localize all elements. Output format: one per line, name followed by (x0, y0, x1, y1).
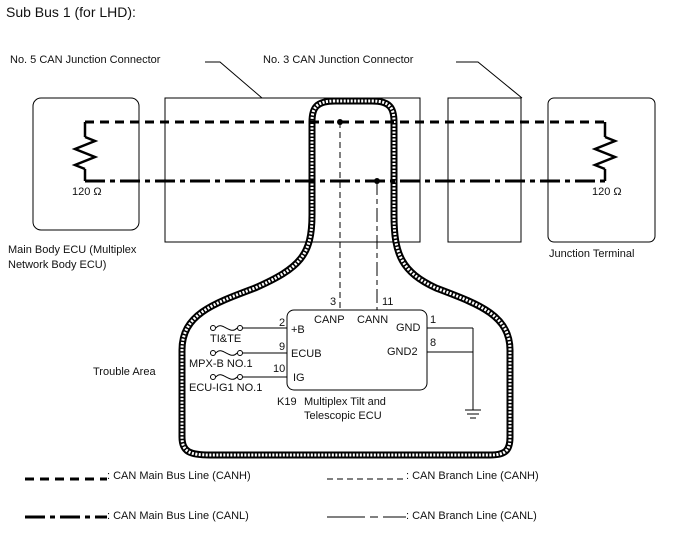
gnd2-pin-label: GND2 (387, 346, 418, 358)
ig-pin-number: 10 (273, 363, 285, 375)
b-pin-number: 2 (279, 317, 285, 329)
left-terminating-resistor (71, 122, 99, 181)
main-body-ecu-box (32, 97, 140, 231)
junction-terminal-box (547, 97, 656, 243)
no3-leader-line (456, 61, 523, 99)
mpxb-fuse-label: MPX-B NO.1 (189, 358, 253, 370)
right-terminating-resistor (591, 122, 619, 181)
ig-pin-label: IG (293, 372, 305, 384)
no5-junction-connector-box (164, 97, 421, 243)
right-resistor-value: 120 Ω (592, 186, 622, 198)
b-pin-label: +B (291, 324, 305, 336)
ecuig1-fuse-line (210, 374, 287, 380)
ecu-name-line1: Multiplex Tilt and (304, 396, 386, 408)
diagram-title: Sub Bus 1 (for LHD): (6, 4, 136, 20)
tite-fuse-line (210, 325, 287, 331)
no3-junction-connector-box (447, 97, 522, 243)
cann-pin-number: 11 (382, 296, 393, 308)
gnd-pin-label: GND (396, 322, 421, 334)
canp-pin-number: 3 (330, 296, 336, 308)
ecu-connector-code: K19 (277, 396, 297, 408)
no5-junction-connector-label: No. 5 CAN Junction Connector (10, 54, 161, 66)
legend-canl-main-label: : CAN Main Bus Line (CANL) (107, 510, 249, 522)
ground-wiring (427, 327, 474, 410)
trouble-area-outline-inner (180, 99, 512, 457)
multiplex-tilt-telescopic-ecu-box (286, 309, 428, 391)
junction-terminal-label: Junction Terminal (549, 248, 634, 260)
canp-pin-label: CANP (314, 314, 345, 326)
ecub-pin-label: ECUB (291, 348, 322, 360)
ground-symbol-icon (465, 409, 481, 419)
mpxb-fuse-line (210, 350, 287, 356)
ecuig1-fuse-label: ECU-IG1 NO.1 (189, 382, 262, 394)
legend-canl-branch-label: : CAN Branch Line (CANL) (406, 510, 537, 522)
cann-pin-label: CANN (357, 314, 388, 326)
main-body-ecu-label-line1: Main Body ECU (Multiplex (8, 244, 137, 256)
no3-junction-connector-label: No. 3 CAN Junction Connector (263, 54, 414, 66)
ecu-name-line2: Telescopic ECU (304, 410, 382, 422)
legend-canh-main-label: : CAN Main Bus Line (CANH) (107, 470, 251, 482)
no5-leader-line (205, 61, 263, 99)
left-resistor-value: 120 Ω (72, 186, 102, 198)
main-body-ecu-label-line2: Network Body ECU) (8, 259, 106, 271)
trouble-area-label: Trouble Area (93, 366, 156, 378)
gnd2-pin-number: 8 (430, 337, 436, 349)
legend-canh-branch-label: : CAN Branch Line (CANH) (406, 470, 539, 482)
gnd-pin-number: 1 (430, 314, 436, 326)
tite-fuse-label: TI&TE (210, 333, 241, 345)
ecub-pin-number: 9 (279, 341, 285, 353)
